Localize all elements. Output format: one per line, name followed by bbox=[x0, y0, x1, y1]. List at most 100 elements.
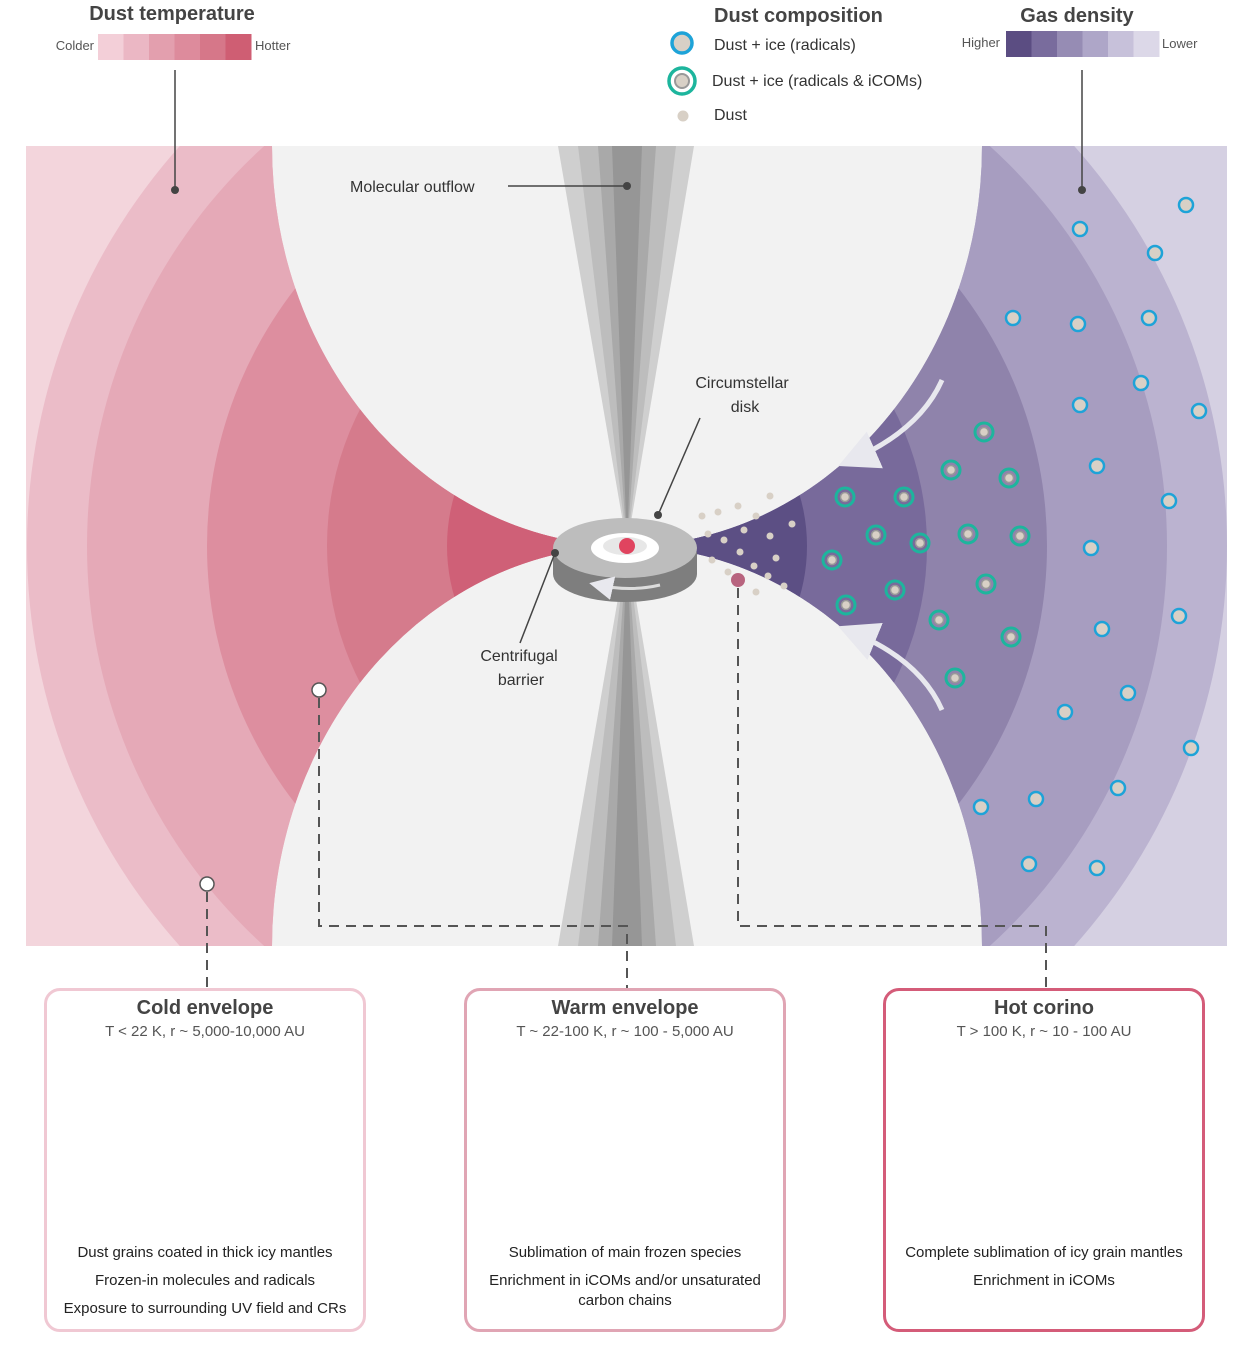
icoms-grain-icon bbox=[884, 579, 906, 601]
icoms-grain-core bbox=[839, 491, 851, 503]
radicals-grain-icon bbox=[1027, 790, 1045, 808]
density-swatch bbox=[1057, 31, 1083, 57]
legend-temperature-low: Colder bbox=[56, 38, 95, 53]
icoms-grain-icon bbox=[821, 549, 843, 571]
barrier-label-line2: barrier bbox=[498, 672, 545, 689]
dust-ice-icoms-grains bbox=[821, 421, 1031, 689]
radicals-grain-icon bbox=[1056, 703, 1074, 721]
circumstellar-disk bbox=[553, 518, 697, 602]
icoms-grain-core bbox=[898, 491, 910, 503]
density-swatch bbox=[1006, 31, 1032, 57]
icoms-grain-icon bbox=[928, 609, 950, 631]
icoms-grain-core bbox=[1003, 472, 1015, 484]
legend-composition-item1: Dust + ice (radicals) bbox=[714, 37, 856, 54]
molecular-outflow bbox=[558, 146, 694, 946]
disk-label-line2: disk bbox=[731, 399, 760, 416]
radicals-grain-icon bbox=[1177, 196, 1195, 214]
icoms-grain-core bbox=[826, 554, 838, 566]
icoms-grain-core bbox=[870, 529, 882, 541]
cold-marker bbox=[199, 876, 215, 892]
temperature-swatch bbox=[98, 34, 124, 60]
legend-density-high: Higher bbox=[962, 35, 1001, 50]
legend-density-low: Lower bbox=[1162, 36, 1198, 51]
icoms-grain-core bbox=[889, 584, 901, 596]
icoms-grain-core bbox=[978, 426, 990, 438]
icoms-grain-icon bbox=[975, 573, 997, 595]
dust-dot-icon bbox=[677, 110, 689, 122]
panel-notes: Dust grains coated in thick icy mantles … bbox=[55, 1243, 355, 1327]
icoms-grain-icon bbox=[940, 459, 962, 481]
dust-ice-radicals-grains bbox=[972, 196, 1208, 877]
legend-composition-title: Dust composition bbox=[714, 5, 883, 27]
radicals-grain-icon bbox=[1146, 244, 1164, 262]
icoms-grain-core bbox=[949, 672, 961, 684]
legend-dust-composition: Dust composition Dust + ice (radicals) D… bbox=[667, 5, 922, 124]
density-swatch bbox=[1031, 31, 1058, 57]
icoms-grain-core bbox=[980, 578, 992, 590]
panel-conditions: T > 100 K, r ~ 10 - 100 AU bbox=[956, 1023, 1132, 1040]
warm-envelope-panel: Warm envelope T ~ 22-100 K, r ~ 100 - 5,… bbox=[464, 988, 786, 1332]
radicals-grain-icon bbox=[1020, 855, 1038, 873]
icoms-grain-core bbox=[1014, 530, 1026, 542]
radicals-grain-icon bbox=[1170, 607, 1188, 625]
panel-title: Warm envelope bbox=[551, 997, 699, 1019]
radicals-grain-icon bbox=[1093, 620, 1111, 638]
temperature-swatch bbox=[149, 34, 175, 60]
radicals-grain-icon bbox=[1140, 309, 1158, 327]
density-swatch bbox=[1108, 31, 1134, 57]
density-swatch bbox=[1082, 31, 1109, 57]
panel-note: Enrichment in iCOMs and/or unsaturated c… bbox=[489, 1272, 761, 1309]
radicals-grain-icon bbox=[1069, 315, 1087, 333]
barrier-leader bbox=[519, 552, 556, 644]
radicals-grain-icon bbox=[1071, 396, 1089, 414]
icoms-grain-icon bbox=[944, 667, 966, 689]
hot-corino-marker bbox=[731, 573, 745, 587]
legend-temperature-title: Dust temperature bbox=[89, 3, 255, 25]
infall-arrow-upper bbox=[838, 378, 945, 469]
icoms-grain-icon bbox=[834, 486, 856, 508]
icoms-grain-icon bbox=[909, 532, 931, 554]
density-swatch bbox=[1133, 31, 1160, 57]
legend-composition-item2: Dust + ice (radicals & iCOMs) bbox=[712, 73, 922, 90]
icoms-grain-icon bbox=[998, 467, 1020, 489]
rotation-arrow bbox=[589, 576, 661, 600]
panel-notes: Sublimation of main frozen species Enric… bbox=[475, 1243, 775, 1319]
radicals-grain-icon bbox=[1160, 492, 1178, 510]
radicals-grain-icon bbox=[1109, 779, 1127, 797]
legend-gas-density: Gas density Higher Lower bbox=[962, 5, 1198, 57]
radicals-grain-icon bbox=[1132, 374, 1150, 392]
panel-title: Hot corino bbox=[994, 997, 1094, 1019]
icoms-grain-core bbox=[914, 537, 926, 549]
panel-note: Dust grains coated in thick icy mantles bbox=[77, 1244, 333, 1261]
icoms-grain-core bbox=[933, 614, 945, 626]
radicals-grain-icon bbox=[972, 798, 990, 816]
temperature-swatch bbox=[174, 34, 201, 60]
panel-conditions: T < 22 K, r ~ 5,000-10,000 AU bbox=[105, 1023, 305, 1040]
legend-density-title: Gas density bbox=[1020, 5, 1134, 27]
temperature-swatch bbox=[225, 34, 252, 60]
icoms-grain-icon bbox=[1000, 626, 1022, 648]
temperature-swatch bbox=[200, 34, 226, 60]
icoms-grain-core bbox=[945, 464, 957, 476]
panel-connectors bbox=[206, 588, 1047, 988]
radicals-grain-icon bbox=[1088, 859, 1106, 877]
disk-label-line1: Circumstellar bbox=[695, 375, 789, 392]
legend-composition-item3: Dust bbox=[714, 107, 747, 124]
panel-title: Cold envelope bbox=[136, 997, 274, 1019]
outflow-label: Molecular outflow bbox=[350, 179, 475, 196]
icoms-grain-icon bbox=[973, 421, 995, 443]
legend-temperature-high: Hotter bbox=[255, 38, 291, 53]
icoms-grain-icon bbox=[893, 486, 915, 508]
radicals-grain-icon bbox=[1182, 739, 1200, 757]
radicals-grain-icon bbox=[1004, 309, 1022, 327]
radicals-grain-icon bbox=[1088, 457, 1106, 475]
infall-arrow-lower bbox=[838, 623, 945, 712]
teal-double-ring-icon bbox=[667, 66, 697, 96]
radicals-grain-icon bbox=[1071, 220, 1089, 238]
disk-leader bbox=[657, 417, 701, 516]
icoms-grain-icon bbox=[865, 524, 887, 546]
legend-dust-temperature: Dust temperature Colder Hotter bbox=[56, 3, 291, 60]
blue-ring-icon bbox=[670, 31, 694, 55]
icoms-grain-core bbox=[962, 528, 974, 540]
